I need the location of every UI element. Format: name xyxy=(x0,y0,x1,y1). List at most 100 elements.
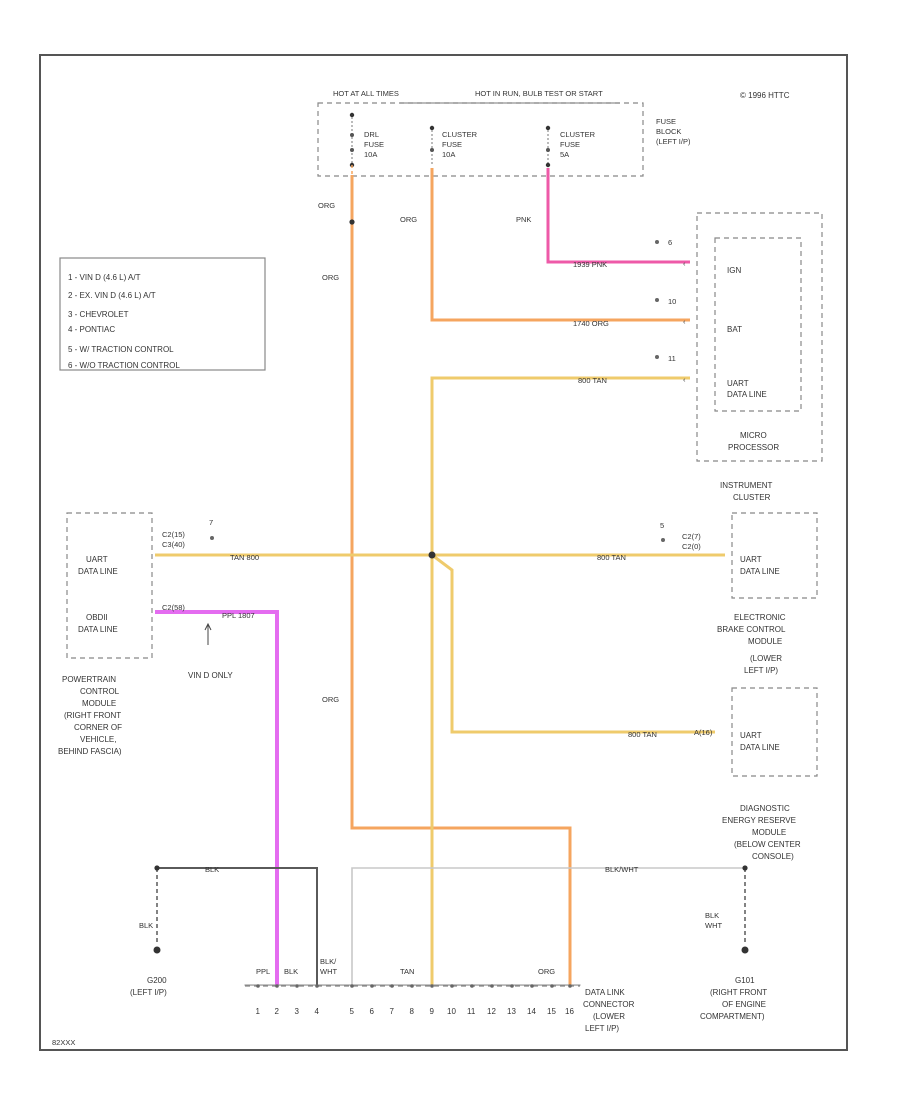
dlc-pin-dot xyxy=(295,984,299,988)
microprocessor-outer xyxy=(696,212,823,462)
microprocessor-module: IGN BAT UART DATA LINE MICRO PROCESSOR 6… xyxy=(655,212,823,462)
cluster-uart-2: DATA LINE xyxy=(740,567,780,576)
ground-g101-label-3: OF ENGINE xyxy=(722,1000,766,1009)
dlc-label-3: (LOWER xyxy=(593,1012,625,1021)
micro-label-2: PROCESSOR xyxy=(728,443,779,452)
dlc-pin-dot xyxy=(430,984,434,988)
wire-label-org-4: ORG xyxy=(322,695,339,704)
wire-label-org-3: ORG xyxy=(322,273,339,282)
ground-g101-symbol xyxy=(741,946,749,954)
cluster-label-1: INSTRUMENT xyxy=(720,481,773,490)
micro-pin-udl-2: DATA LINE xyxy=(727,390,767,399)
ebcm-uart-2: DATA LINE xyxy=(740,743,780,752)
wire-label-tan-left: TAN 800 xyxy=(230,553,259,562)
pcm-vin-only: VIN D ONLY xyxy=(188,671,233,680)
pcm-label-3: MODULE xyxy=(82,699,116,708)
wire-tan-ebcm xyxy=(431,553,715,734)
pcm-obd-2: DATA LINE xyxy=(78,625,118,634)
dlc-pin-dot xyxy=(530,984,534,988)
figure-code: 82XXX xyxy=(52,1038,75,1047)
micro-conn-6: 6 xyxy=(668,238,672,247)
hot-in-run-label: HOT IN RUN, BULB TEST OR START xyxy=(475,89,603,98)
dlc-pin-number: 4 xyxy=(315,1007,320,1016)
fuse-3-line3: 5A xyxy=(560,150,569,159)
wire-org-main xyxy=(350,175,572,985)
dlc-label-2: CONNECTOR xyxy=(583,1000,635,1009)
wire-label-tan-bottom: TAN xyxy=(400,967,414,976)
dlc-pin-number: 15 xyxy=(547,1007,556,1016)
ebcm-label-2: BRAKE CONTROL xyxy=(717,625,786,634)
wire-label-blkwht-2: WHT xyxy=(320,967,337,976)
cluster-conn-2: C2(0) xyxy=(682,542,701,551)
pcm-label-4: (RIGHT FRONT xyxy=(64,711,121,720)
wire-tan-micro xyxy=(430,376,690,555)
micro-pin-ign: IGN xyxy=(727,266,741,275)
instrument-cluster: INSTRUMENT CLUSTER UART DATA LINE C2(7) … xyxy=(660,481,818,599)
tan-splice xyxy=(428,551,436,559)
ebcm-conn: A(16) xyxy=(694,728,713,737)
powertrain-control-module: UART DATA LINE OBDII DATA LINE C2(15) C3… xyxy=(58,512,233,756)
pcm-conn-2: C2(58) xyxy=(162,603,185,612)
cluster-pin: 5 xyxy=(660,521,664,530)
fuse-2-line2: FUSE xyxy=(442,140,462,149)
wire-blk-g200 xyxy=(157,867,318,985)
dlc-pin-dot xyxy=(350,984,354,988)
wire-blkwht-g101 xyxy=(351,867,745,985)
ground-g101-label-1: G101 xyxy=(735,976,755,985)
sdm-label-1: DIAGNOSTIC xyxy=(740,804,790,813)
dlc-pin-dot xyxy=(470,984,474,988)
svg-text:‹: ‹ xyxy=(683,317,686,326)
dlc-pin-number: 14 xyxy=(527,1007,536,1016)
dlc-pin-number: 9 xyxy=(430,1007,435,1016)
wire-label-pnk: PNK xyxy=(516,215,531,224)
dlc-pin-dot xyxy=(410,984,414,988)
legend-item-4: 4 - PONTIAC xyxy=(68,325,115,334)
wire-label-org-bat: 1740 ORG xyxy=(573,319,609,328)
ground-g200-label-2: (LEFT I/P) xyxy=(130,988,167,997)
ground-g101-label-4: COMPARTMENT) xyxy=(700,1012,765,1021)
dlc-pin-dot xyxy=(510,984,514,988)
ebcm-label-5: LEFT I/P) xyxy=(744,666,778,675)
dlc-pin-number: 7 xyxy=(390,1007,395,1016)
fuse-block: HOT AT ALL TIMES HOT IN RUN, BULB TEST O… xyxy=(317,89,691,177)
ground-g200-label-1: G200 xyxy=(147,976,167,985)
dlc-pin-dot xyxy=(390,984,394,988)
wire-label-blkwht-1: BLK/ xyxy=(320,957,337,966)
legend-item-5: 5 - W/ TRACTION CONTROL xyxy=(68,345,174,354)
ground-g200-symbol xyxy=(153,946,161,954)
svg-text:‹: ‹ xyxy=(683,259,686,268)
fuse-cluster-10a: CLUSTER FUSE 10A xyxy=(429,125,478,165)
pcm-label-6: VEHICLE, xyxy=(80,735,116,744)
fuse-1-line3: 10A xyxy=(364,150,377,159)
fuse-block-label-2: BLOCK xyxy=(656,127,681,136)
dlc-pin-number: 12 xyxy=(487,1007,496,1016)
legend-item-1: 1 - VIN D (4.6 L) A/T xyxy=(68,273,141,282)
cluster-conn-1: C2(7) xyxy=(682,532,701,541)
pcm-uart-1: UART xyxy=(86,555,108,564)
legend: 1 - VIN D (4.6 L) A/T 2 - EX. VIN D (4.6… xyxy=(59,257,266,371)
micro-label-1: MICRO xyxy=(740,431,767,440)
sensing-diagnostic-module: DIAGNOSTIC ENERGY RESERVE MODULE (BELOW … xyxy=(722,804,801,861)
copyright-text: © 1996 HTTC xyxy=(740,91,790,100)
dlc-pin-dot xyxy=(490,984,494,988)
fuse-3-line2: FUSE xyxy=(560,140,580,149)
hot-all-times-label: HOT AT ALL TIMES xyxy=(333,89,399,98)
micro-pin-bat: BAT xyxy=(727,325,742,334)
fuse-3-line1: CLUSTER xyxy=(560,130,596,139)
dlc-pin-dot xyxy=(315,984,319,988)
ebcm-label-3: MODULE xyxy=(748,637,782,646)
micro-conn-10: 10 xyxy=(668,297,676,306)
wire-label-pnk-ign: 1939 PNK xyxy=(573,260,607,269)
fuse-cluster-5a: CLUSTER FUSE 5A xyxy=(545,125,596,168)
dlc-pin-number: 1 xyxy=(256,1007,261,1016)
dlc-label-4: LEFT I/P) xyxy=(585,1024,619,1033)
pcm-label-2: CONTROL xyxy=(80,687,120,696)
wire-label-tan-udl: 800 TAN xyxy=(578,376,607,385)
wire-org-bat xyxy=(430,168,690,322)
electronic-brake-control-module: ELECTRONIC BRAKE CONTROL MODULE (LOWER L… xyxy=(694,613,818,777)
pcm-conn-1b: C3(40) xyxy=(162,540,185,549)
dlc-pin-number: 16 xyxy=(565,1007,574,1016)
legend-box xyxy=(59,257,266,371)
